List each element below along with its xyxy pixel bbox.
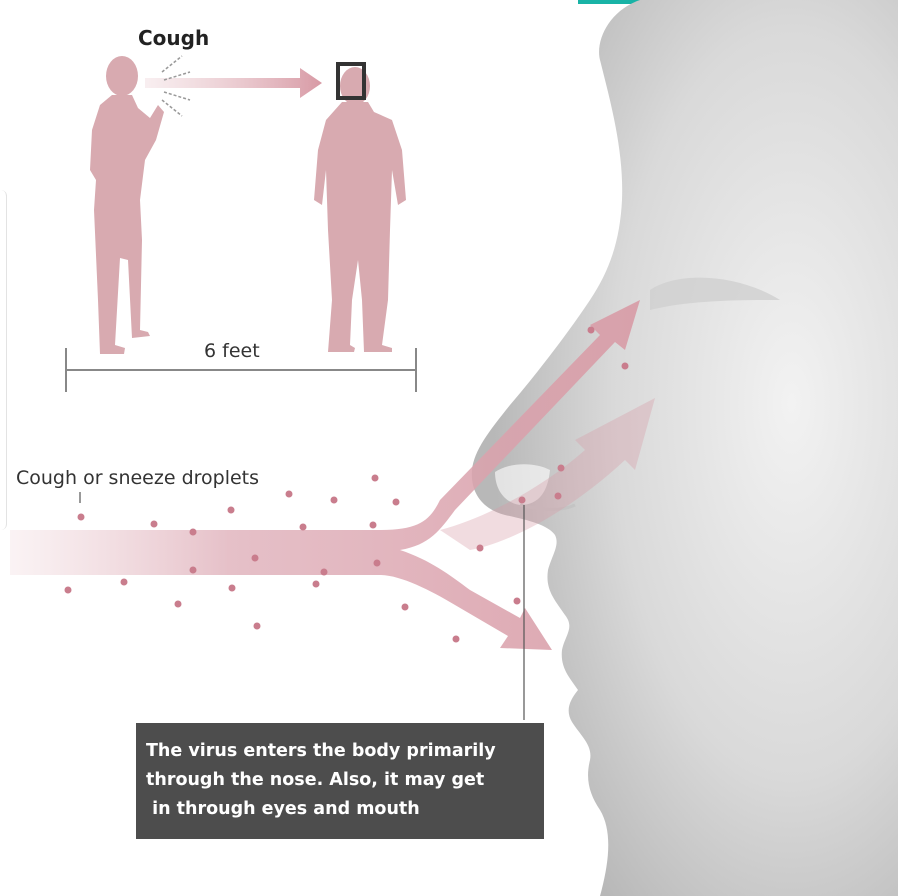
droplets-label: Cough or sneeze droplets: [16, 467, 259, 489]
caption-line-3: in through eyes and mouth: [146, 795, 534, 824]
caption-box: The virus enters the body primarily thro…: [136, 723, 544, 839]
cough-label: Cough: [138, 26, 209, 50]
cough-arrow: [145, 68, 322, 98]
caption-line-2: through the nose. Also, it may get: [146, 766, 534, 795]
distance-label: 6 feet: [204, 340, 260, 362]
caption-line-1: The virus enters the body primarily: [146, 737, 534, 766]
listening-person-silhouette: [314, 67, 406, 352]
coughing-person-silhouette: [90, 56, 164, 354]
